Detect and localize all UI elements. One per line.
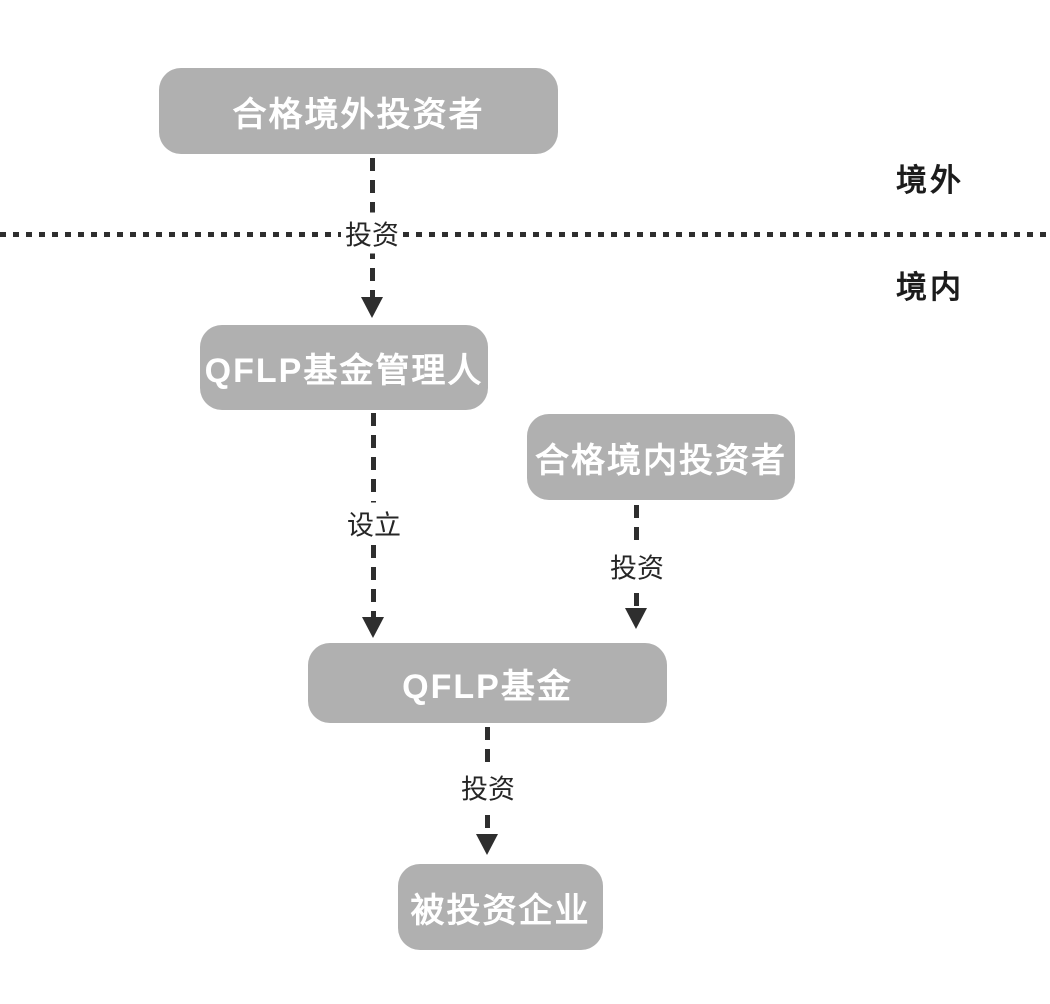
node-qflp-manager: QFLP基金管理人 <box>200 325 488 410</box>
region-label-onshore: 境内 <box>896 270 964 305</box>
arrow-down-icon <box>362 617 384 638</box>
offshore-onshore-separator-line <box>0 232 1050 237</box>
region-label-offshore: 境外 <box>896 163 964 198</box>
edge-label-foreign-invest: 投资 <box>341 212 403 254</box>
edge-label-domestic-invest: 投资 <box>606 545 668 587</box>
arrow-down-icon <box>361 297 383 318</box>
node-foreign-investor: 合格境外投资者 <box>159 68 558 154</box>
edge-label-fund-invest: 投资 <box>457 766 519 808</box>
node-investee-company: 被投资企业 <box>398 864 603 950</box>
edge-label-establish: 设立 <box>343 502 405 544</box>
node-qflp-fund: QFLP基金 <box>308 643 667 723</box>
arrow-down-icon <box>625 608 647 629</box>
node-domestic-investor: 合格境内投资者 <box>527 414 795 500</box>
arrow-down-icon <box>476 834 498 855</box>
